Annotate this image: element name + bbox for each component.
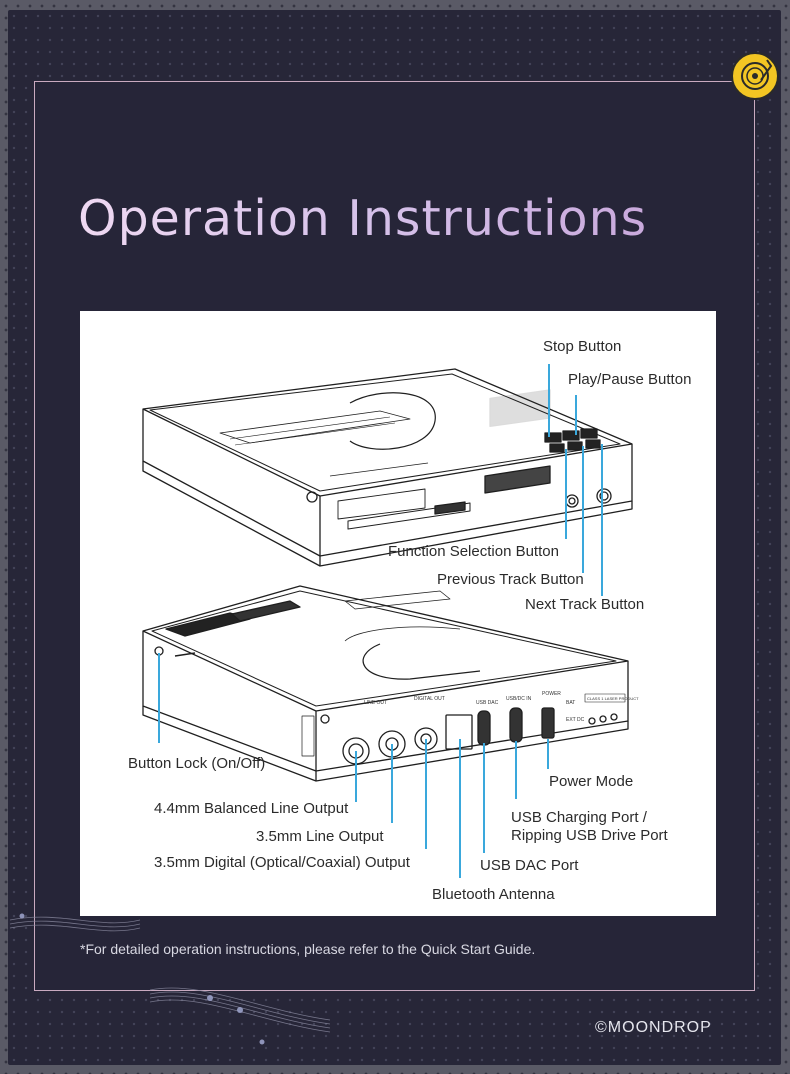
print-digital-out: DIGITAL OUT [414, 696, 445, 702]
label-usb-dac-port: USB DAC Port [480, 857, 579, 874]
label-usb-charging-port: USB Charging Port / [511, 809, 647, 826]
print-usb-dc-in: USB/DC IN [506, 696, 532, 702]
print-power: POWER [542, 691, 561, 697]
print-class1: CLASS 1 LASER PRODUCT [587, 696, 639, 701]
label-play-pause-button: Play/Pause Button [568, 371, 692, 388]
print-ext-dc: EXT DC [566, 717, 585, 723]
label-bluetooth-antenna: Bluetooth Antenna [432, 886, 555, 903]
print-usb-dac: USB DAC [476, 700, 499, 706]
label-ripping-usb-drive-port: Ripping USB Drive Port [511, 827, 668, 844]
label-button-lock: Button Lock (On/Off) [128, 755, 266, 772]
footnote: *For detailed operation instructions, pl… [80, 941, 536, 957]
label-next-track-button: Next Track Button [525, 596, 645, 613]
label-stop-button: Stop Button [543, 338, 622, 355]
label-digital-output: 3.5mm Digital (Optical/Coaxial) Output [154, 854, 410, 871]
label-line-output: 3.5mm Line Output [256, 828, 384, 845]
copyright: ©MOONDROP [595, 1019, 712, 1036]
print-bat: BAT [566, 700, 575, 706]
vinyl-disc-icon [731, 52, 779, 100]
label-function-selection-button: Function Selection Button [388, 543, 559, 560]
print-line-out: LINE OUT [364, 700, 387, 706]
label-balanced-line-output: 4.4mm Balanced Line Output [154, 800, 349, 817]
page-title: Operation Instructions [78, 190, 648, 247]
label-previous-track-button: Previous Track Button [437, 571, 584, 588]
content-frame [34, 81, 755, 991]
device-illustration: LINE OUT DIGITAL OUT USB DAC USB/DC IN P… [142, 364, 639, 878]
music-notes-icon [9, 913, 331, 1045]
device-diagram: LINE OUT DIGITAL OUT USB DAC USB/DC IN P… [80, 311, 716, 916]
label-power-mode: Power Mode [549, 773, 634, 790]
